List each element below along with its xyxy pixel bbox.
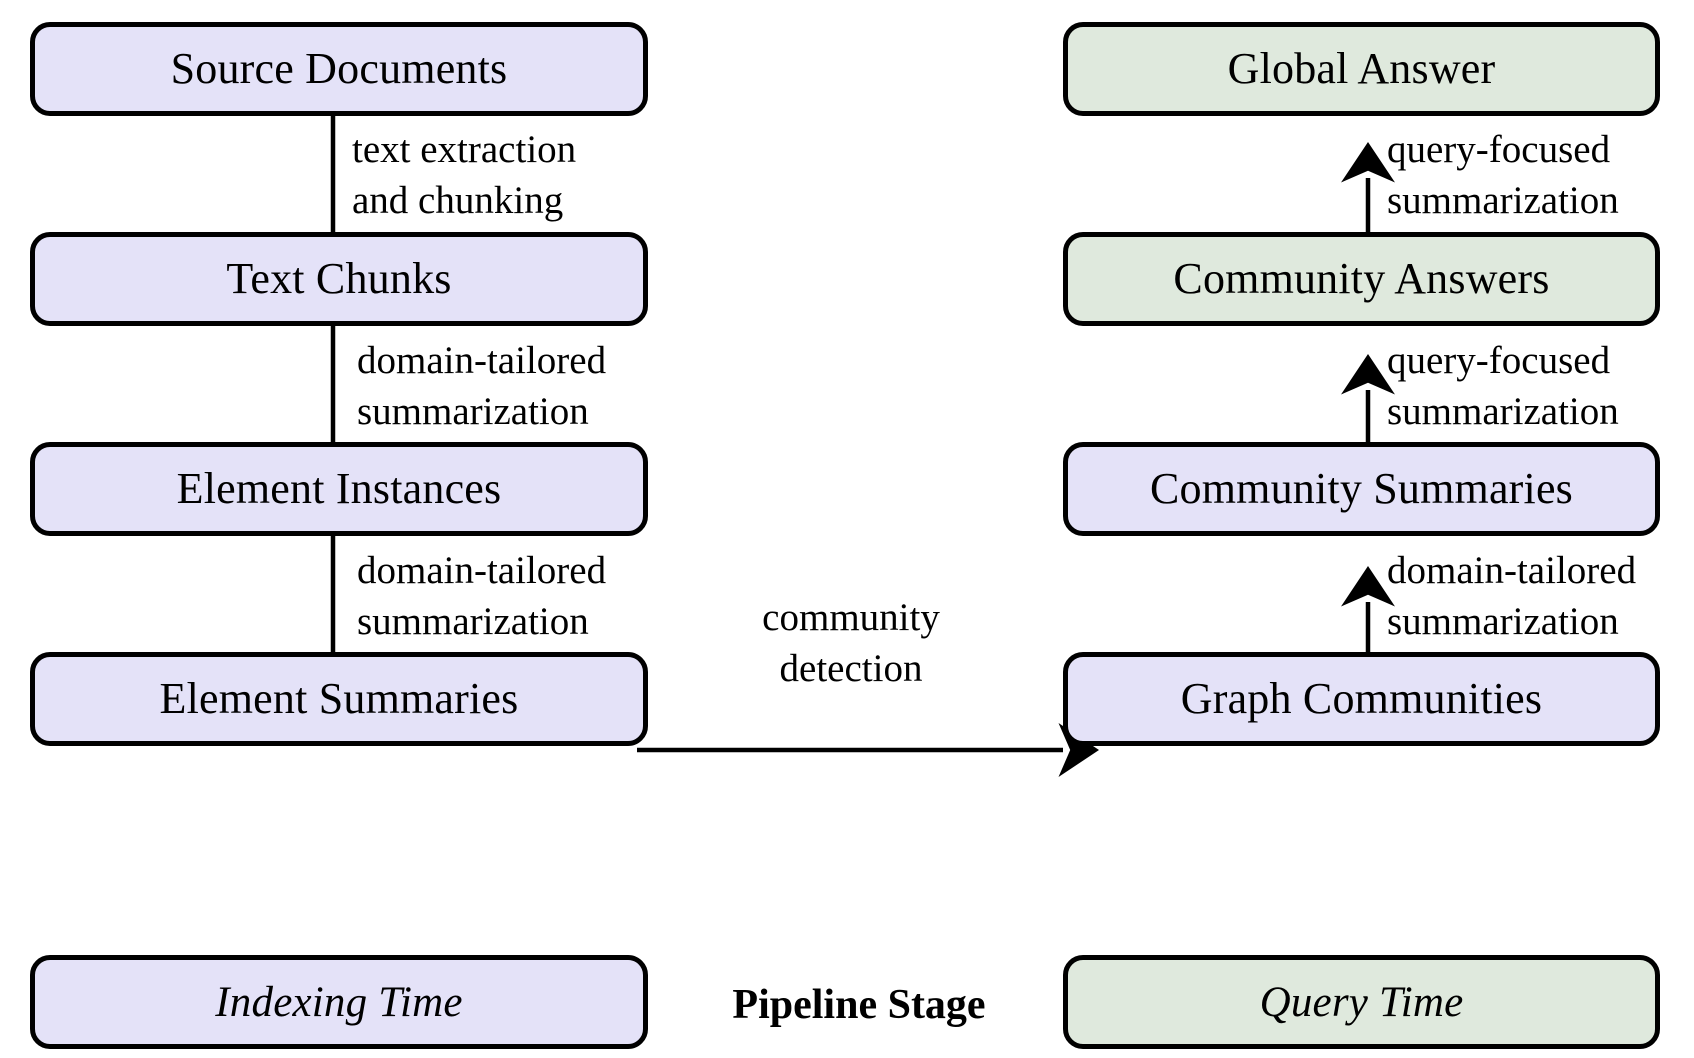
edge-label-graph-summarization: domain-tailored summarization [1387,546,1636,647]
node-text-chunks[interactable]: Text Chunks [30,232,648,326]
edge-label-community-detection-line2: detection [779,646,923,690]
node-source-documents-label: Source Documents [170,44,508,93]
edge-label-domain-tailored-2-line1: domain-tailored [357,549,607,592]
edge-label-query-focused-lower-line1: query-focused [1387,339,1611,382]
node-element-instances-label: Element Instances [176,464,502,513]
edge-label-text-extraction-line2: and chunking [352,178,564,222]
edge-label-query-focused-upper-line1: query-focused [1387,128,1611,171]
edge-label-query-focused-lower-line2: summarization [1387,389,1619,433]
edge-label-query-focused-upper: query-focused summarization [1387,125,1619,226]
edge-label-community-detection-line1: community [762,596,940,639]
node-graph-communities[interactable]: Graph Communities [1063,652,1660,746]
edge-label-graph-summarization-line1: domain-tailored [1387,549,1637,592]
edge-label-query-focused-lower: query-focused summarization [1387,336,1619,437]
node-community-answers-label: Community Answers [1173,254,1550,303]
edge-label-domain-tailored-1: domain-tailored summarization [357,336,606,437]
edge-label-domain-tailored-1-line2: summarization [357,389,589,433]
legend-indexing-time[interactable]: Indexing Time [30,955,648,1049]
edge-label-domain-tailored-1-line1: domain-tailored [357,339,607,382]
node-community-answers[interactable]: Community Answers [1063,232,1660,326]
node-community-summaries[interactable]: Community Summaries [1063,442,1660,536]
edge-label-community-detection: community detection [686,593,1016,694]
edge-label-text-extraction: text extraction and chunking [352,125,576,226]
node-community-summaries-label: Community Summaries [1149,464,1574,513]
node-global-answer-label: Global Answer [1227,44,1496,93]
legend-query-time[interactable]: Query Time [1063,955,1660,1049]
edge-label-graph-summarization-line2: summarization [1387,599,1619,643]
node-element-summaries[interactable]: Element Summaries [30,652,648,746]
edge-label-domain-tailored-2: domain-tailored summarization [357,546,606,647]
node-element-instances[interactable]: Element Instances [30,442,648,536]
legend-pipeline-stage-label: Pipeline Stage [732,982,986,1028]
legend-indexing-time-label: Indexing Time [215,978,463,1026]
edge-label-query-focused-upper-line2: summarization [1387,178,1619,222]
edge-label-text-extraction-line1: text extraction [352,128,577,171]
node-graph-communities-label: Graph Communities [1180,674,1543,723]
node-text-chunks-label: Text Chunks [226,254,452,303]
edge-label-domain-tailored-2-line2: summarization [357,599,589,643]
node-element-summaries-label: Element Summaries [159,674,519,723]
node-source-documents[interactable]: Source Documents [30,22,648,116]
legend-query-time-label: Query Time [1259,978,1464,1026]
legend-pipeline-stage: Pipeline Stage [704,981,1014,1029]
node-global-answer[interactable]: Global Answer [1063,22,1660,116]
